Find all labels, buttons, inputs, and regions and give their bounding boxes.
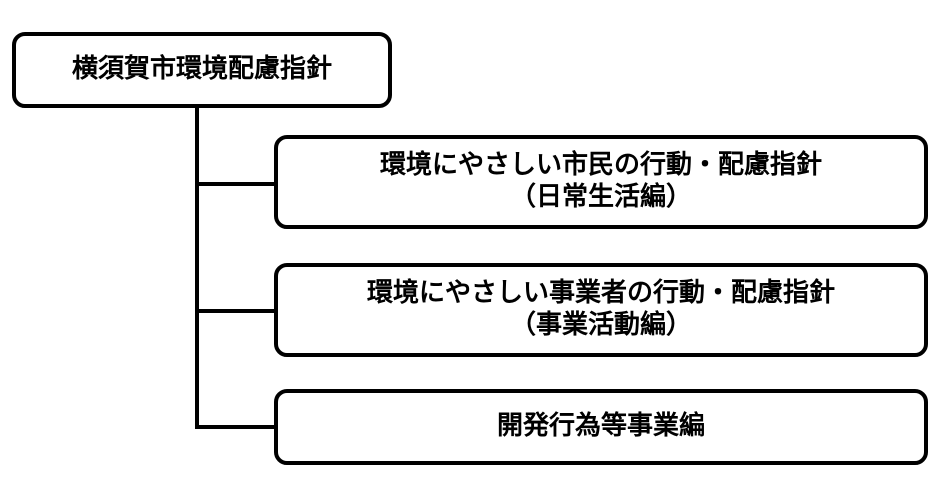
child-node-title: 開発行為等事業編 [496,411,705,442]
root-node-label: 横須賀市環境配慮指針 [71,54,332,85]
child-node-business-guidelines: 環境にやさしい事業者の行動・配慮指針 （事業活動編） [274,263,928,357]
child-node-title: 環境にやさしい事業者の行動・配慮指針 [366,278,835,309]
root-node: 横須賀市環境配慮指針 [12,32,392,108]
child-node-subtitle: （日常生活編） [509,182,692,212]
child-node-development-projects: 開発行為等事業編 [274,389,928,465]
child-node-subtitle: （事業活動編） [509,310,692,340]
child-node-citizen-guidelines: 環境にやさしい市民の行動・配慮指針 （日常生活編） [274,135,928,229]
child-node-title: 環境にやさしい市民の行動・配慮指針 [379,150,822,181]
